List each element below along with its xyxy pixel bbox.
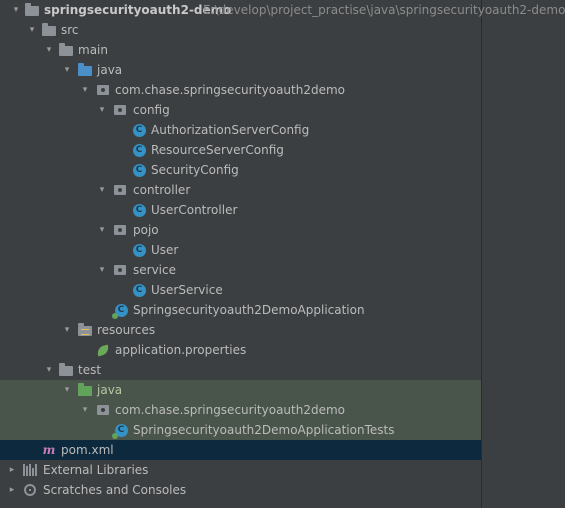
tree-node-test-java[interactable]: ▾ java	[0, 380, 481, 400]
tree-node-label: Springsecurityoauth2DemoApplication	[133, 303, 365, 317]
tree-node-config[interactable]: ▾ config	[0, 100, 481, 120]
tree-node-label: UserService	[151, 283, 223, 297]
chevron-down-icon[interactable]: ▾	[99, 185, 105, 195]
libraries-icon	[22, 463, 38, 477]
tree-node-user-service[interactable]: C UserService	[0, 280, 481, 300]
class-icon: C	[131, 203, 147, 217]
tree-node-security-config[interactable]: C SecurityConfig	[0, 160, 481, 180]
tree-node-package[interactable]: ▾ com.chase.springsecurityoauth2demo	[0, 80, 481, 100]
tree-node-controller[interactable]: ▾ controller	[0, 180, 481, 200]
tree-node-test[interactable]: ▾ test	[0, 360, 481, 380]
tree-node-project-root[interactable]: ▾ springsecurityoauth2-demo E:\develop\p…	[0, 0, 565, 20]
tree-node-pojo[interactable]: ▾ pojo	[0, 220, 481, 240]
tree-node-label: SecurityConfig	[151, 163, 239, 177]
tree-node-label: com.chase.springsecurityoauth2demo	[115, 403, 345, 417]
project-path: E:\develop\project_practise\java\springs…	[203, 3, 565, 17]
package-icon	[95, 83, 111, 97]
tree-node-label: pom.xml	[61, 443, 114, 457]
package-icon	[95, 403, 111, 417]
tree-node-external-libraries[interactable]: ▸ External Libraries	[0, 460, 481, 480]
tree-node-label: UserController	[151, 203, 238, 217]
package-icon	[112, 183, 128, 197]
test-folder-icon	[77, 383, 93, 397]
folder-icon	[41, 23, 57, 37]
tree-node-application-properties[interactable]: application.properties	[0, 340, 481, 360]
class-icon: C	[131, 163, 147, 177]
chevron-down-icon[interactable]: ▾	[46, 365, 52, 375]
spring-leaf-icon	[95, 343, 111, 357]
tree-node-user[interactable]: C User	[0, 240, 481, 260]
chevron-down-icon[interactable]: ▾	[46, 45, 52, 55]
folder-icon	[58, 363, 74, 377]
resources-folder-icon	[77, 323, 93, 337]
tree-node-label: pojo	[133, 223, 159, 237]
tree-node-label: java	[97, 63, 123, 77]
spring-boot-class-icon: C	[111, 303, 129, 319]
chevron-down-icon[interactable]: ▾	[99, 265, 105, 275]
class-icon: C	[131, 123, 147, 137]
class-icon: C	[131, 243, 147, 257]
chevron-down-icon[interactable]: ▾	[82, 85, 88, 95]
project-name: springsecurityoauth2-demo	[44, 3, 232, 17]
tree-node-label: test	[78, 363, 102, 377]
source-folder-icon	[77, 63, 93, 77]
package-icon	[112, 223, 128, 237]
tree-node-resource-server-config[interactable]: C ResourceServerConfig	[0, 140, 481, 160]
tree-node-label: src	[61, 23, 79, 37]
maven-icon: m	[42, 443, 56, 457]
tree-node-label: main	[78, 43, 108, 57]
chevron-down-icon[interactable]: ▾	[99, 105, 105, 115]
tree-node-main-java[interactable]: ▾ java	[0, 60, 481, 80]
tree-node-service[interactable]: ▾ service	[0, 260, 481, 280]
tree-node-label: application.properties	[115, 343, 247, 357]
tree-node-test-package[interactable]: ▾ com.chase.springsecurityoauth2demo	[0, 400, 481, 420]
chevron-right-icon[interactable]: ▸	[9, 485, 15, 495]
tree-node-scratches[interactable]: ▸ Scratches and Consoles	[0, 480, 481, 500]
tree-node-label: Scratches and Consoles	[43, 483, 187, 497]
tree-node-application-tests[interactable]: C Springsecurityoauth2DemoApplicationTes…	[0, 420, 481, 440]
tree-node-pom[interactable]: m pom.xml	[0, 440, 481, 460]
chevron-down-icon[interactable]: ▾	[64, 385, 70, 395]
project-folder-icon	[24, 3, 40, 17]
class-icon: C	[131, 143, 147, 157]
package-icon	[112, 263, 128, 277]
tree-node-label: controller	[133, 183, 191, 197]
tree-node-label: ResourceServerConfig	[151, 143, 284, 157]
test-class-icon: C	[111, 423, 129, 439]
chevron-down-icon[interactable]: ▾	[99, 225, 105, 235]
tree-node-label: resources	[97, 323, 156, 337]
tree-node-label: config	[133, 103, 170, 117]
tree-node-user-controller[interactable]: C UserController	[0, 200, 481, 220]
chevron-down-icon[interactable]: ▾	[29, 25, 35, 35]
chevron-down-icon[interactable]: ▾	[13, 5, 19, 15]
tree-node-label: Springsecurityoauth2DemoApplicationTests	[133, 423, 395, 437]
tree-node-label: External Libraries	[43, 463, 149, 477]
chevron-right-icon[interactable]: ▸	[9, 465, 15, 475]
tree-node-authorization-server-config[interactable]: C AuthorizationServerConfig	[0, 120, 481, 140]
chevron-down-icon[interactable]: ▾	[64, 65, 70, 75]
tree-node-label: java	[97, 383, 123, 397]
tree-node-label: service	[133, 263, 176, 277]
class-icon: C	[131, 283, 147, 297]
folder-icon	[58, 43, 74, 57]
tree-node-application[interactable]: C Springsecurityoauth2DemoApplication	[0, 300, 481, 320]
tree-node-main[interactable]: ▾ main	[0, 40, 481, 60]
tree-node-label: User	[151, 243, 179, 257]
tree-node-src[interactable]: ▾ src	[0, 20, 481, 40]
tree-node-label: com.chase.springsecurityoauth2demo	[115, 83, 345, 97]
package-icon	[112, 103, 128, 117]
chevron-down-icon[interactable]: ▾	[82, 405, 88, 415]
tree-node-resources[interactable]: ▾ resources	[0, 320, 481, 340]
tree-node-label: AuthorizationServerConfig	[151, 123, 310, 137]
chevron-down-icon[interactable]: ▾	[64, 325, 70, 335]
scratches-icon	[22, 483, 38, 497]
